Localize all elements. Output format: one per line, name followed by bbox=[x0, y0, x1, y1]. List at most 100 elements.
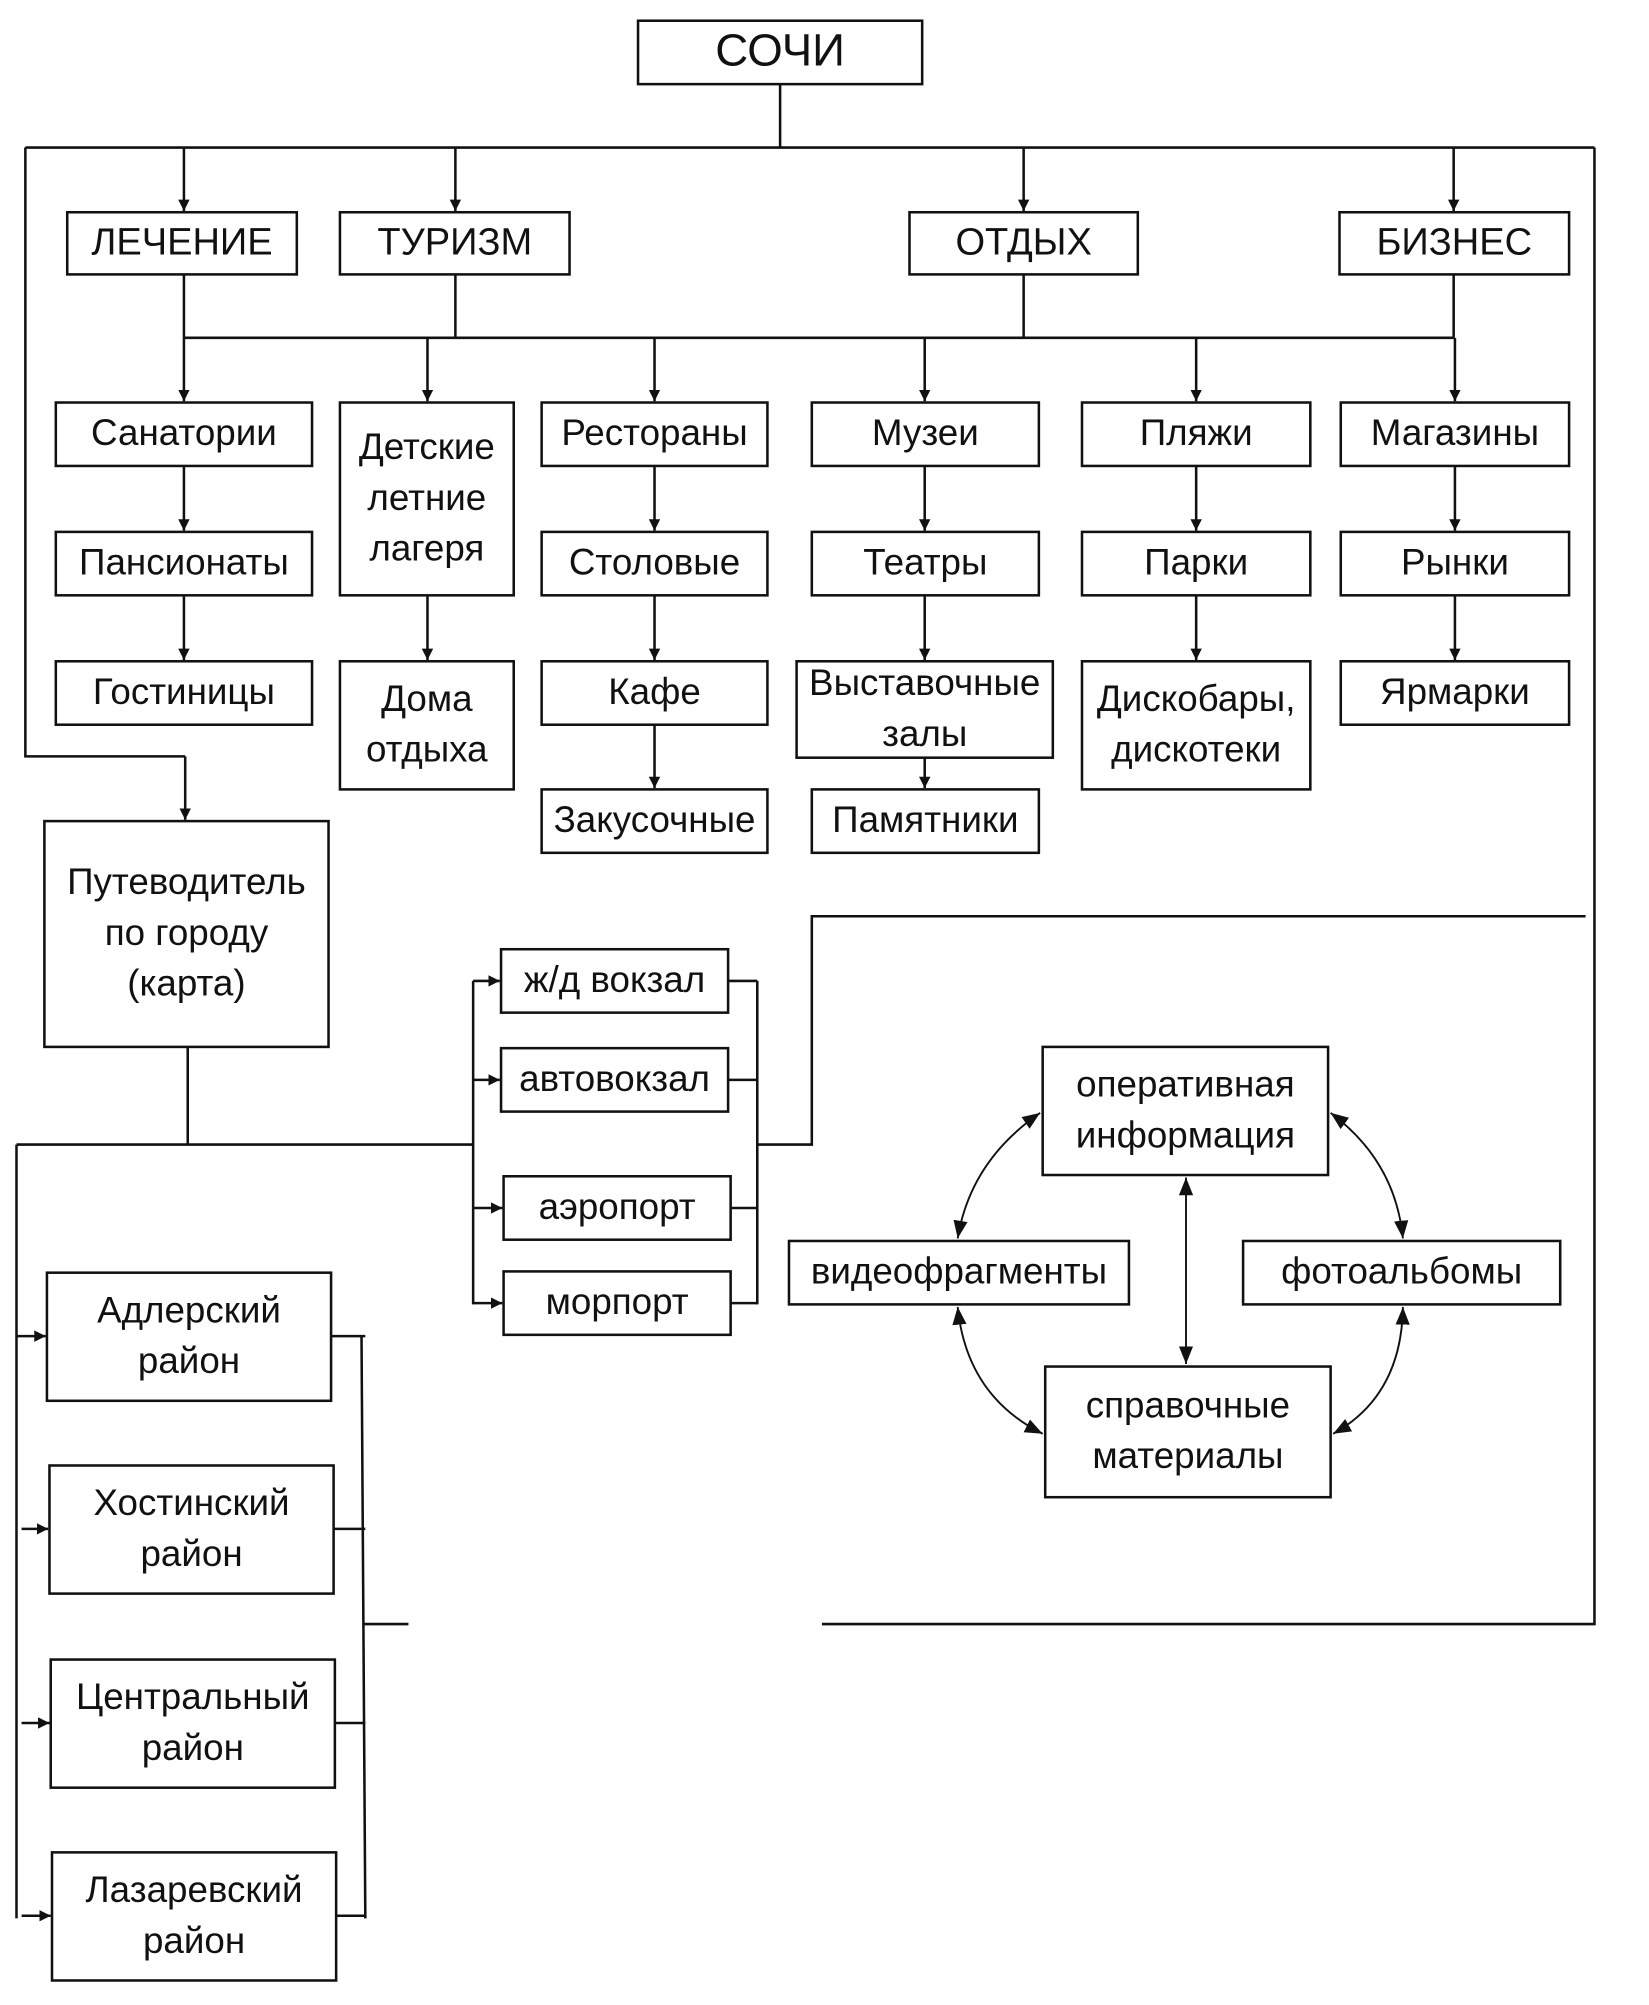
link-photo-reference bbox=[1332, 1306, 1410, 1435]
item-trade-0: Магазины bbox=[1339, 401, 1571, 468]
item-food-2: Кафе bbox=[540, 660, 769, 726]
item-recreation-0: Пляжи bbox=[1080, 401, 1312, 468]
transport-seaport: морпорт bbox=[502, 1270, 732, 1337]
category-leisure-frame bbox=[908, 210, 1140, 276]
category-tourism-label: ТУРИЗМ bbox=[377, 222, 532, 264]
item-food-1-frame bbox=[540, 530, 769, 597]
category-treatment-label: ЛЕЧЕНИЕ bbox=[91, 222, 272, 264]
item-food-2-frame bbox=[540, 660, 769, 726]
item-trade-2-label: Ярмарки bbox=[1380, 671, 1530, 712]
item-culture-1-label: Театры bbox=[863, 542, 987, 583]
item-culture-2: Выставочные залы bbox=[795, 660, 1055, 759]
district-lazarevsky-frame bbox=[50, 1851, 338, 1982]
item-food-0: Рестораны bbox=[540, 401, 769, 468]
item-children-0-label: летние bbox=[367, 477, 486, 518]
districts-right-bus bbox=[360, 1336, 367, 1919]
item-food-0-label: Рестораны bbox=[561, 412, 747, 453]
item-culture-1: Театры bbox=[810, 530, 1041, 597]
info-photo: фотоальбомы bbox=[1241, 1239, 1562, 1306]
item-trade-2: Ярмарки bbox=[1339, 660, 1571, 726]
item-culture-0-frame bbox=[810, 401, 1041, 468]
transport-airport-frame bbox=[502, 1175, 732, 1241]
guide-box-label: по городу bbox=[105, 912, 269, 953]
transport-bus-frame bbox=[499, 1046, 730, 1113]
item-food-3: Закусочные bbox=[540, 788, 769, 855]
transport-to-info-line bbox=[757, 914, 1586, 1146]
item-trade-1: Рынки bbox=[1339, 530, 1571, 597]
info-video-label: видеофрагменты bbox=[811, 1251, 1107, 1292]
category-business: БИЗНЕС bbox=[1338, 210, 1571, 276]
transport-seaport-frame bbox=[502, 1270, 732, 1337]
info-photo-label: фотоальбомы bbox=[1281, 1251, 1522, 1292]
transport-airport: аэропорт bbox=[502, 1175, 732, 1241]
item-recreation-0-label: Пляжи bbox=[1140, 412, 1253, 453]
item-recreation-2: Дискобары,дискотеки bbox=[1080, 660, 1312, 791]
item-trade-1-frame bbox=[1339, 530, 1571, 597]
item-recreation-2-frame bbox=[1080, 660, 1312, 791]
item-culture-2-frame bbox=[795, 660, 1055, 759]
item-trade-0-frame bbox=[1339, 401, 1571, 468]
district-khosta-label: район bbox=[140, 1533, 242, 1574]
guide-box-label: Путеводитель bbox=[67, 861, 306, 902]
transport-bus: автовокзал bbox=[499, 1046, 730, 1113]
connectors bbox=[15, 84, 1596, 1922]
item-children-1-label: отдыха bbox=[366, 729, 488, 770]
item-accommodation-0-label: Санатории bbox=[91, 412, 277, 453]
title-box-frame bbox=[636, 19, 924, 86]
nodes: СОЧИ ЛЕЧЕНИЕ ТУРИЗМ ОТДЫХ БИЗНЕС СанаторииПан… bbox=[43, 19, 1571, 1982]
guide-box-frame bbox=[43, 819, 330, 1049]
item-food-3-frame bbox=[540, 788, 769, 855]
item-trade-1-label: Рынки bbox=[1401, 542, 1509, 583]
item-culture-0-label: Музеи bbox=[872, 412, 979, 453]
item-recreation-1-label: Парки bbox=[1144, 542, 1248, 583]
link-operational-photo bbox=[1330, 1112, 1409, 1239]
info-reference-frame bbox=[1043, 1365, 1332, 1499]
item-children-1-label: Дома bbox=[381, 678, 473, 719]
category-leisure-label: ОТДЫХ bbox=[955, 222, 1091, 264]
info-reference-label: материалы bbox=[1092, 1435, 1283, 1476]
item-children-1-frame bbox=[338, 660, 515, 791]
item-culture-0: Музеи bbox=[810, 401, 1041, 468]
item-culture-3-frame bbox=[810, 788, 1041, 855]
item-accommodation-2: Гостиницы bbox=[54, 660, 314, 726]
guide-box-label: (карта) bbox=[127, 963, 245, 1004]
item-accommodation-2-label: Гостиницы bbox=[93, 671, 275, 712]
item-food-2-label: Кафе bbox=[608, 671, 701, 712]
transport-seaport-label: морпорт bbox=[546, 1281, 689, 1322]
item-culture-1-frame bbox=[810, 530, 1041, 597]
item-accommodation-1-frame bbox=[54, 530, 314, 597]
item-culture-2-label: Выставочные bbox=[809, 662, 1040, 703]
item-accommodation-0: Санатории bbox=[54, 401, 314, 468]
item-recreation-2-label: Дискобары, bbox=[1097, 678, 1296, 719]
left-frame-line bbox=[24, 147, 186, 758]
category-tourism: ТУРИЗМ bbox=[338, 210, 571, 276]
district-khosta-frame bbox=[48, 1464, 335, 1595]
item-children-0-label: Детские bbox=[359, 426, 495, 467]
title-box: СОЧИ bbox=[636, 19, 924, 86]
item-accommodation-1: Пансионаты bbox=[54, 530, 314, 597]
category-business-label: БИЗНЕС bbox=[1376, 222, 1532, 264]
transport-rail-frame bbox=[499, 947, 730, 1014]
info-operational-label: информация bbox=[1076, 1114, 1295, 1155]
info-reference-label: справочные bbox=[1086, 1384, 1290, 1425]
category-business-frame bbox=[1338, 210, 1571, 276]
transport-bus-label: автовокзал bbox=[519, 1058, 710, 1099]
title-box-label: СОЧИ bbox=[715, 25, 845, 76]
district-central-frame bbox=[49, 1658, 337, 1789]
district-central-label: район bbox=[142, 1727, 244, 1768]
guide-box: Путеводитель по городу (карта) bbox=[43, 819, 330, 1049]
info-operational-frame bbox=[1041, 1045, 1330, 1177]
item-culture-2-label: залы bbox=[882, 713, 967, 754]
info-operational: оперативная информация bbox=[1041, 1045, 1330, 1177]
info-operational-label: оперативная bbox=[1076, 1064, 1294, 1105]
item-accommodation-0-frame bbox=[54, 401, 314, 468]
item-culture-3: Памятники bbox=[810, 788, 1041, 855]
link-operational-video bbox=[953, 1112, 1041, 1239]
item-recreation-1-frame bbox=[1080, 530, 1312, 597]
item-trade-2-frame bbox=[1339, 660, 1571, 726]
right-frame-line bbox=[821, 147, 1596, 1626]
